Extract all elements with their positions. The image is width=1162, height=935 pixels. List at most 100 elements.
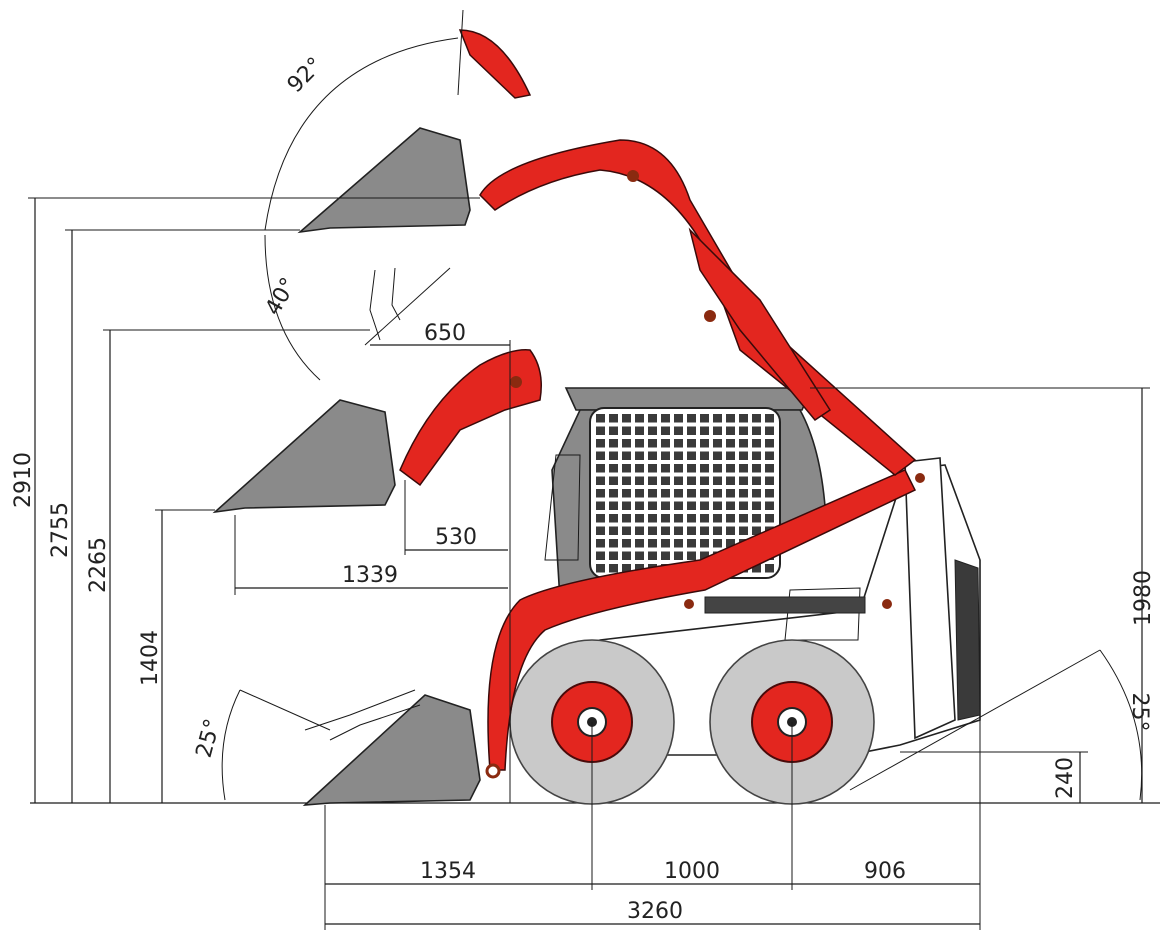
mesh-cell bbox=[661, 551, 670, 560]
bucket-mid bbox=[212, 399, 396, 514]
mesh-cell bbox=[648, 451, 657, 460]
mesh-cell bbox=[648, 526, 657, 535]
mesh-cell bbox=[622, 539, 631, 548]
mesh-cell bbox=[674, 451, 683, 460]
arc-25-left bbox=[221, 689, 241, 801]
mesh-cell bbox=[739, 514, 748, 523]
mesh-cell bbox=[622, 414, 631, 423]
mesh-cell bbox=[661, 464, 670, 473]
lift-arm-top bbox=[458, 29, 532, 99]
mesh-cell bbox=[622, 564, 631, 573]
mesh-cell bbox=[752, 476, 761, 485]
mesh-cell bbox=[739, 426, 748, 435]
bucket-dumped-outline-a bbox=[369, 269, 381, 341]
mesh-cell bbox=[700, 464, 709, 473]
mesh-cell bbox=[713, 451, 722, 460]
label-height-2265: 2265 bbox=[86, 537, 111, 593]
mesh-cell bbox=[687, 539, 696, 548]
mesh-cell bbox=[765, 489, 774, 498]
mesh-cell bbox=[700, 476, 709, 485]
side-panel bbox=[784, 587, 861, 641]
mesh-cell bbox=[596, 526, 605, 535]
rear-grille bbox=[954, 559, 981, 721]
mesh-cell bbox=[713, 439, 722, 448]
arm-pin-lowered bbox=[684, 599, 694, 609]
mesh-cell bbox=[596, 501, 605, 510]
top-attachment-edge bbox=[457, 9, 464, 96]
mesh-cell bbox=[674, 426, 683, 435]
bucket-rollback-outline-b bbox=[329, 704, 421, 741]
angle-arcs bbox=[221, 37, 1143, 801]
mesh-cell bbox=[726, 476, 735, 485]
mesh-cell bbox=[687, 476, 696, 485]
mesh-cell bbox=[713, 514, 722, 523]
pivot-pin-rear bbox=[915, 473, 925, 483]
mesh-cell bbox=[713, 476, 722, 485]
mesh-cell bbox=[661, 539, 670, 548]
mesh-cell bbox=[739, 414, 748, 423]
pivot-pin-mid bbox=[882, 599, 892, 609]
mesh-cell bbox=[609, 439, 618, 448]
mesh-cell bbox=[713, 526, 722, 535]
label-reach-530: 530 bbox=[435, 525, 477, 550]
mesh-cell bbox=[739, 489, 748, 498]
mesh-cell bbox=[609, 551, 618, 560]
mesh-cell bbox=[622, 476, 631, 485]
mesh-cell bbox=[609, 514, 618, 523]
mesh-cell bbox=[648, 489, 657, 498]
mesh-cell bbox=[635, 489, 644, 498]
mesh-cell bbox=[674, 551, 683, 560]
label-angle-92: 92° bbox=[283, 53, 328, 98]
mesh-cell bbox=[687, 464, 696, 473]
mesh-cell bbox=[739, 476, 748, 485]
mesh-cell bbox=[596, 551, 605, 560]
mesh-cell bbox=[622, 526, 631, 535]
mesh-cell bbox=[752, 451, 761, 460]
mesh-cell bbox=[700, 551, 709, 560]
link-pin-raised bbox=[704, 310, 716, 322]
mesh-cell bbox=[635, 464, 644, 473]
label-height-2910: 2910 bbox=[11, 452, 36, 508]
mesh-cell bbox=[648, 439, 657, 448]
mesh-cell bbox=[609, 564, 618, 573]
bucket-raised bbox=[297, 127, 471, 234]
mesh-cell bbox=[765, 439, 774, 448]
lift-arm-mid bbox=[399, 349, 542, 487]
mesh-cell bbox=[596, 489, 605, 498]
mesh-cell bbox=[635, 564, 644, 573]
mesh-cell bbox=[622, 551, 631, 560]
mesh-cell bbox=[674, 526, 683, 535]
mesh-cell bbox=[713, 426, 722, 435]
mesh-cell bbox=[674, 414, 683, 423]
mesh-cell bbox=[622, 426, 631, 435]
label-angle-25-right: 25° bbox=[1127, 693, 1152, 732]
mesh-cell bbox=[752, 514, 761, 523]
mesh-cell bbox=[635, 551, 644, 560]
mesh-cell bbox=[609, 426, 618, 435]
mesh-cell bbox=[648, 476, 657, 485]
mesh-cell bbox=[726, 514, 735, 523]
mesh-cell bbox=[674, 514, 683, 523]
mesh-cell bbox=[648, 539, 657, 548]
mesh-cell bbox=[609, 501, 618, 510]
label-overall-length-3260: 3260 bbox=[627, 899, 683, 924]
mesh-cell bbox=[752, 439, 761, 448]
mesh-cell bbox=[700, 526, 709, 535]
label-reach-1339: 1339 bbox=[342, 563, 398, 588]
mesh-cell bbox=[596, 414, 605, 423]
mesh-cell bbox=[648, 426, 657, 435]
bucket-dumped-outline-b bbox=[391, 267, 401, 321]
mesh-cell bbox=[661, 414, 670, 423]
mesh-cell bbox=[687, 551, 696, 560]
mesh-cell bbox=[635, 414, 644, 423]
mesh-cell bbox=[739, 464, 748, 473]
mesh-cell bbox=[687, 514, 696, 523]
mesh-cell bbox=[739, 526, 748, 535]
mesh-cell bbox=[687, 451, 696, 460]
bucket-lowered bbox=[302, 694, 481, 806]
mesh-cell bbox=[674, 476, 683, 485]
mesh-cell bbox=[609, 464, 618, 473]
mesh-cell bbox=[713, 501, 722, 510]
mesh-cell bbox=[635, 439, 644, 448]
mesh-cell bbox=[609, 539, 618, 548]
